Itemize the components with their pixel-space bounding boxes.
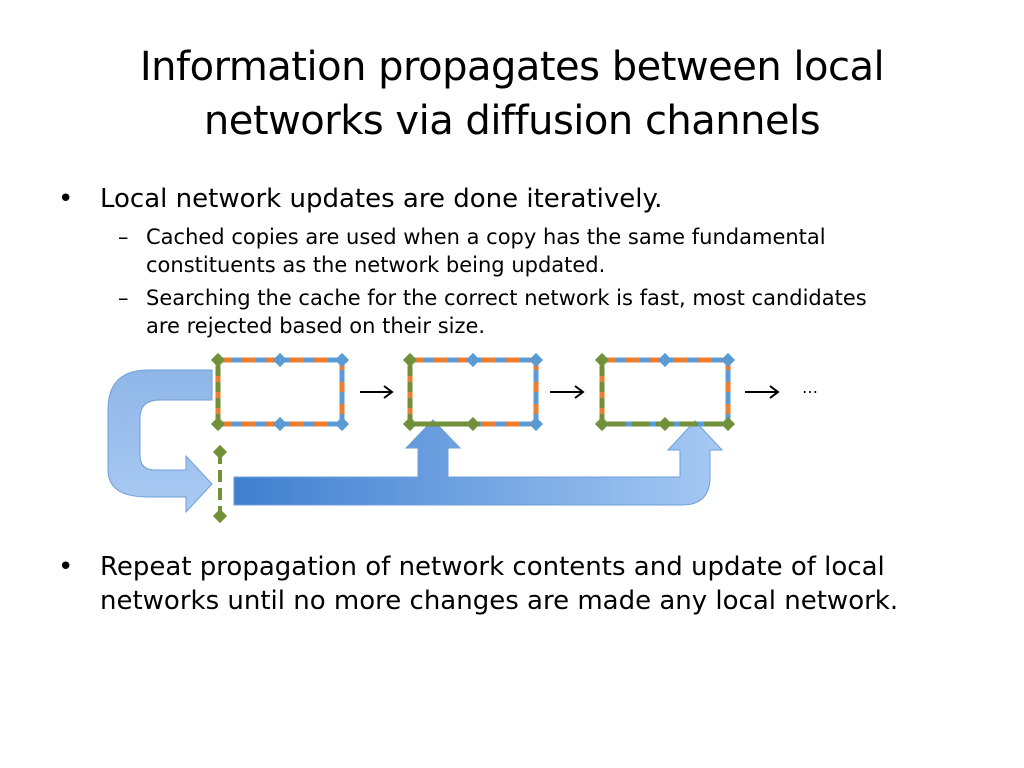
slide-title: Information propagates between local net… — [0, 40, 1024, 148]
sub-dash: – — [118, 225, 129, 249]
sub-2-line-1: Searching the cache for the correct netw… — [146, 286, 867, 310]
bullet-dot: • — [58, 552, 74, 582]
sub-1-line-1: Cached copies are used when a copy has t… — [146, 225, 826, 249]
iteration-arrow-2 — [550, 385, 585, 399]
title-line-1: Information propagates between local — [139, 44, 885, 90]
sub-dash: – — [118, 286, 129, 310]
bullet-2-line-1: Repeat propagation of network contents a… — [100, 552, 885, 582]
iteration-arrow-1 — [360, 385, 394, 399]
sub-1-line-2: constituents as the network being update… — [146, 253, 606, 277]
bullet-2-line-2: networks until no more changes are made … — [100, 586, 899, 616]
local-network-3 — [594, 352, 736, 432]
title-line-2: networks via diffusion channels — [203, 98, 821, 144]
bullet-dot: • — [58, 184, 74, 214]
continuation-ellipsis: … — [802, 378, 818, 397]
local-network-1 — [210, 352, 350, 432]
channel-node-top — [212, 444, 228, 460]
bullet-1-text: Local network updates are done iterative… — [100, 184, 663, 214]
sub-2-line-2: are rejected based on their size. — [146, 314, 486, 338]
feedback-loop-arrow — [107, 369, 213, 514]
local-network-2 — [402, 352, 544, 432]
diffusion-channel-bar — [233, 419, 724, 506]
channel-node-bottom — [212, 508, 228, 524]
iteration-arrow-3 — [745, 385, 780, 399]
